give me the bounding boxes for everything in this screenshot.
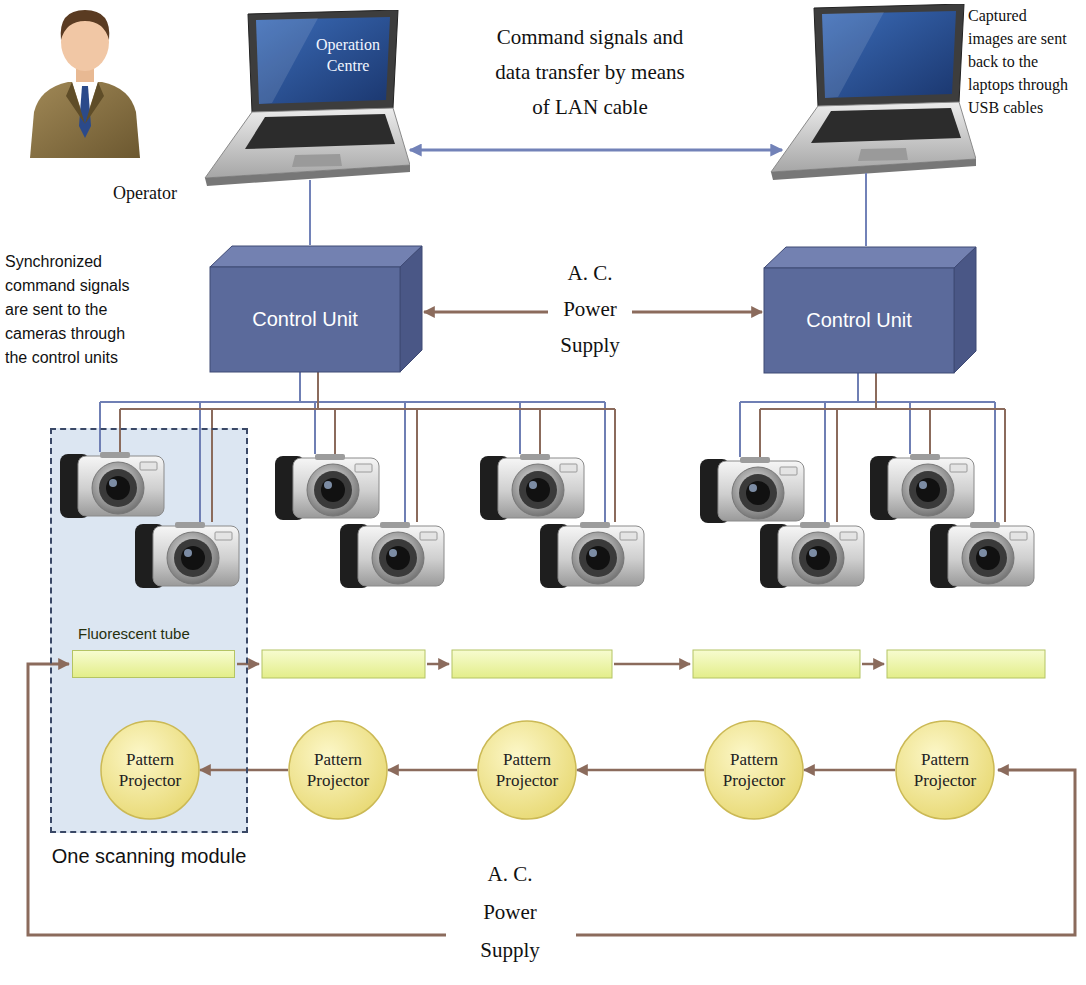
projector-shape	[704, 720, 804, 820]
projector-circle	[478, 721, 576, 819]
node-label: Control Unit	[210, 267, 400, 372]
pattern-projector: Pattern Projector	[288, 720, 388, 820]
suit	[30, 82, 140, 158]
box-front	[210, 267, 400, 372]
fluorescent-tubes	[262, 650, 1045, 678]
projector-shape	[100, 720, 200, 820]
pattern-projector: Pattern Projector	[895, 720, 995, 820]
fluorescent-tube	[693, 650, 860, 678]
power-arrow	[427, 663, 449, 666]
node-label: Operation Centre	[306, 34, 390, 76]
command-wire	[100, 372, 605, 522]
cable	[865, 173, 867, 246]
scanning-module-region: One scanning moduleFluorescent tubePatte…	[50, 428, 248, 833]
power-line	[28, 664, 446, 935]
node-label: One scanning module	[52, 845, 247, 868]
power-wire	[120, 372, 615, 522]
camera	[700, 457, 804, 523]
lapel	[66, 82, 104, 124]
projector-circle	[289, 721, 387, 819]
control-unit-box: Control Unit	[210, 245, 422, 372]
node-label: Pattern Projector	[712, 749, 796, 791]
camera	[760, 522, 864, 588]
lan-arrow	[410, 149, 782, 152]
power-arrow	[804, 769, 895, 772]
node-label: Fluorescent tube	[72, 624, 235, 644]
power-arrow	[424, 311, 548, 314]
pattern-projector: Pattern Projector	[477, 720, 577, 820]
operator-figure	[30, 10, 140, 158]
box-front	[764, 268, 954, 373]
camera	[275, 454, 379, 520]
power-arrow	[388, 769, 477, 772]
node-label: Pattern Projector	[903, 749, 987, 791]
pattern-projector: Pattern Projector	[100, 720, 200, 820]
projector-shape	[288, 720, 388, 820]
power-arrow	[577, 769, 704, 772]
control-unit-box: Control Unit	[764, 246, 976, 373]
annotation-text: Command signals and data transfer by mea…	[486, 20, 694, 125]
power-arrow	[200, 769, 288, 772]
box-top	[210, 246, 422, 267]
laptop	[771, 4, 976, 180]
annotation-text: Operator	[105, 182, 185, 204]
power-line	[576, 770, 1075, 935]
node-label: Pattern Projector	[485, 749, 569, 791]
tube-bar	[72, 650, 235, 678]
camera	[340, 522, 444, 588]
power-arrow	[237, 663, 259, 666]
box-top	[764, 247, 976, 268]
laptop-node: Operation Centre	[200, 10, 410, 180]
camera	[60, 452, 164, 518]
power-arrow	[862, 663, 884, 666]
module-ground	[50, 428, 248, 833]
camera	[480, 454, 584, 520]
cable-connector	[309, 180, 311, 245]
power-arrow	[614, 663, 690, 666]
annotation-text: A. C. Power Supply	[465, 855, 555, 969]
node-label: Pattern Projector	[296, 749, 380, 791]
fluorescent-tube: Fluorescent tube	[72, 624, 235, 678]
fluorescent-tube	[262, 650, 425, 678]
projector-circle	[705, 721, 803, 819]
annotation-text: Captured images are sent back to the lap…	[968, 4, 1068, 119]
camera	[870, 454, 974, 520]
box-side	[400, 246, 422, 372]
projector-shape	[895, 720, 995, 820]
node-label: Control Unit	[764, 268, 954, 373]
fluorescent-tube	[887, 650, 1045, 678]
fluorescent-tube	[452, 650, 612, 678]
annotation-text: Synchronized command signals are sent to…	[5, 250, 145, 370]
camera-wires	[100, 372, 1005, 522]
pattern-projector: Pattern Projector	[704, 720, 804, 820]
laptop	[205, 10, 410, 186]
tube-power-arrows	[237, 663, 884, 666]
annotation-text: A. C. Power Supply	[545, 255, 635, 363]
projector-circle	[896, 721, 994, 819]
camera	[540, 522, 644, 588]
box-side	[954, 247, 976, 373]
power-arrow	[632, 311, 762, 314]
node-label: Pattern Projector	[108, 749, 192, 791]
projector-circle	[101, 721, 199, 819]
camera	[930, 522, 1034, 588]
hair	[61, 10, 110, 40]
projector-shape	[477, 720, 577, 820]
camera	[135, 522, 239, 588]
